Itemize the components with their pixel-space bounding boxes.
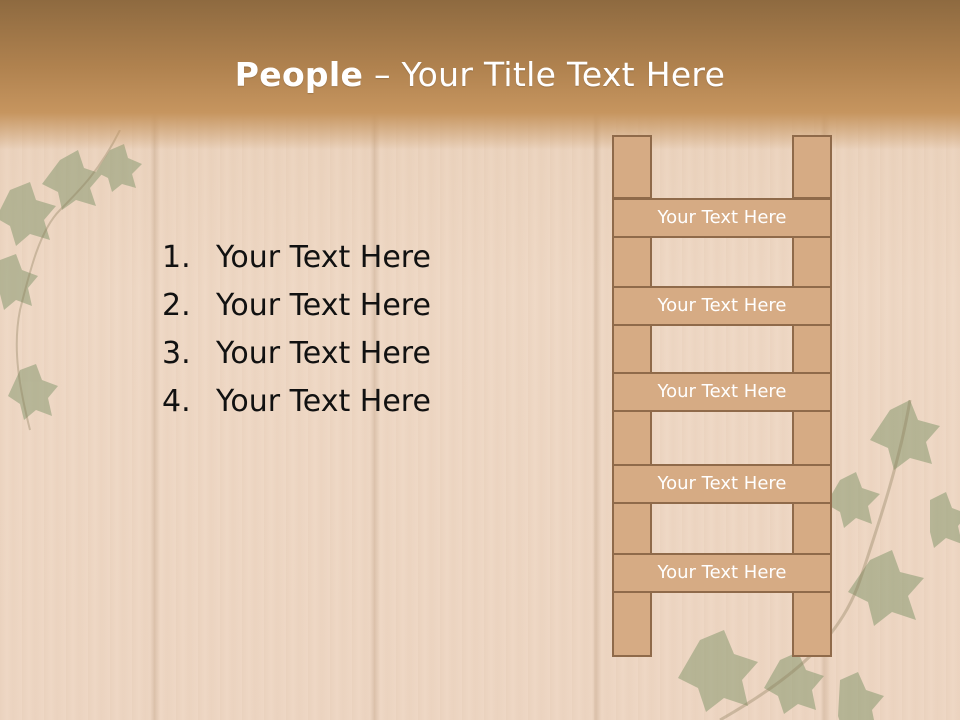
- list-number: 2.: [162, 288, 191, 323]
- ladder-rail-left: [612, 410, 652, 466]
- list-item: 1. Your Text Here: [162, 234, 431, 282]
- ladder-rail-right: [792, 324, 832, 376]
- ladder-rail-left: [612, 502, 652, 556]
- ladder-rail-right: [792, 591, 832, 657]
- ladder-rail-left: [612, 236, 652, 288]
- list-item: 3. Your Text Here: [162, 330, 431, 378]
- title-rest: – Your Title Text Here: [363, 55, 726, 94]
- title-band: [0, 0, 960, 150]
- list-number: 3.: [162, 336, 191, 371]
- list-text: Your Text Here: [216, 336, 431, 371]
- ivy-left-decoration: [0, 130, 142, 431]
- ladder-rung-1: Your Text Here: [612, 198, 832, 238]
- ladder-rail-right: [792, 135, 832, 199]
- ladder-rung-3: Your Text Here: [612, 372, 832, 412]
- list-text: Your Text Here: [216, 240, 431, 275]
- list-text: Your Text Here: [216, 288, 431, 323]
- ladder-rung-5: Your Text Here: [612, 553, 832, 593]
- ladder-rail-left: [612, 591, 652, 657]
- list-number: 4.: [162, 384, 191, 419]
- numbered-list: 1. Your Text Here 2. Your Text Here 3. Your…: [162, 234, 431, 426]
- ladder-rail-right: [792, 236, 832, 288]
- ivy-right-decoration: [678, 400, 960, 720]
- list-item: 2. Your Text Here: [162, 282, 431, 330]
- list-number: 1.: [162, 240, 191, 275]
- ladder-rail-left: [612, 135, 652, 199]
- list-text: Your Text Here: [216, 384, 431, 419]
- ladder-rail-right: [792, 502, 832, 556]
- ladder-rail-right: [792, 410, 832, 466]
- title-bold: People: [234, 55, 364, 94]
- ladder-rail-left: [612, 324, 652, 376]
- list-item: 4. Your Text Here: [162, 378, 431, 426]
- ladder-rung-4: Your Text Here: [612, 464, 832, 504]
- slide-title: People – Your Title Text Here: [0, 55, 960, 94]
- ladder-rung-2: Your Text Here: [612, 286, 832, 326]
